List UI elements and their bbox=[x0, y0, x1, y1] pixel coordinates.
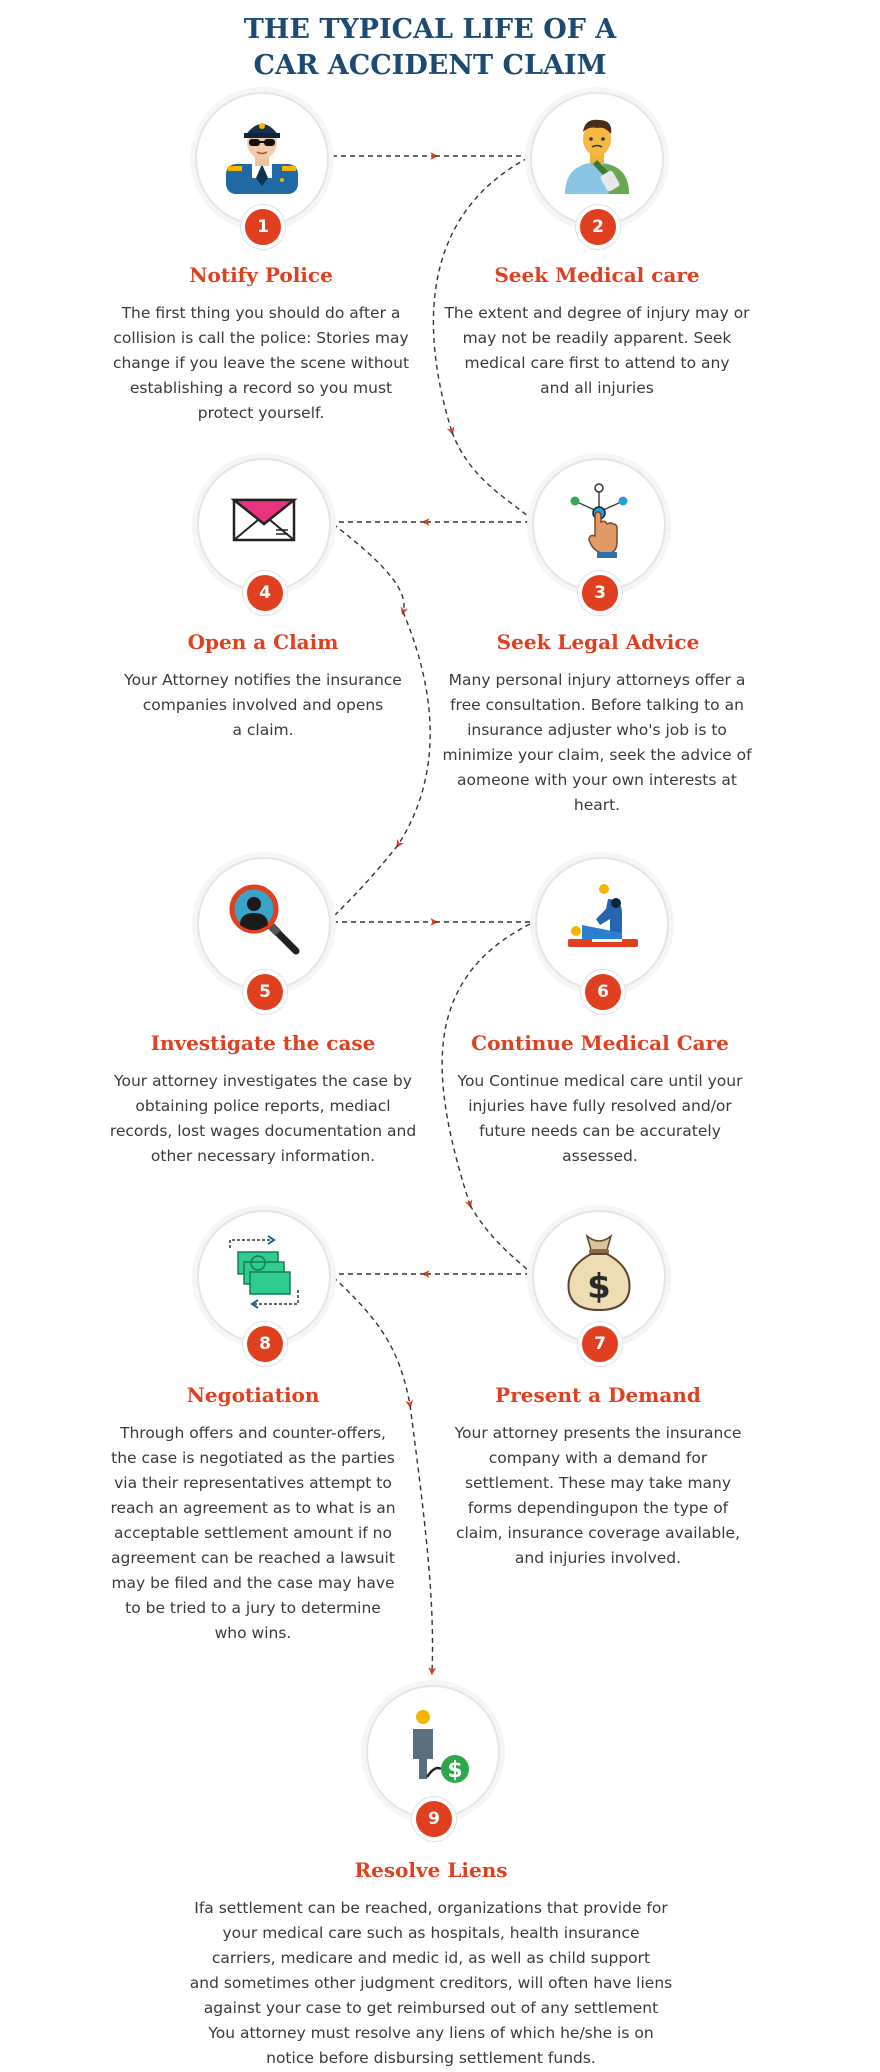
person-chained-dollar-icon: $ bbox=[413, 1710, 469, 1783]
svg-text:$: $ bbox=[447, 1758, 462, 1783]
step-4-description: Your Attorney notifies the insurance com… bbox=[124, 671, 402, 739]
connector-4-5b bbox=[396, 611, 431, 848]
step-7-heading: Present a Demand bbox=[495, 1383, 701, 1407]
title-line-1: THE TYPICAL LIFE OF A bbox=[243, 14, 617, 45]
step-9-icon-circle: $ bbox=[366, 1685, 500, 1819]
connector-4-5 bbox=[332, 523, 409, 616]
connector-6-7b bbox=[469, 1204, 531, 1273]
step-4-heading: Open a Claim bbox=[187, 630, 339, 654]
title-line-2: CAR ACCIDENT CLAIM bbox=[253, 50, 607, 81]
step-3-icon-circle bbox=[532, 458, 666, 592]
injured-person-icon bbox=[565, 119, 629, 194]
step-6-description: You Continue medical care until your inj… bbox=[457, 1072, 743, 1165]
step-3-number: 3 bbox=[578, 571, 622, 615]
step-7-icon-circle: $ bbox=[532, 1210, 666, 1344]
money-exchange-icon bbox=[229, 1235, 299, 1309]
hand-network-icon bbox=[570, 483, 628, 558]
connector-2-3 bbox=[432, 157, 529, 436]
step-1-heading: Notify Police bbox=[189, 263, 333, 287]
step-2-heading: Seek Medical care bbox=[494, 263, 700, 287]
money-bag-icon: $ bbox=[567, 1233, 631, 1312]
step-9-heading: Resolve Liens bbox=[354, 1858, 508, 1882]
connector-2-3b bbox=[451, 431, 531, 519]
step-6-heading: Continue Medical Care bbox=[471, 1031, 729, 1055]
step-1-description: The first thing you should do after a co… bbox=[112, 304, 410, 422]
step-2-icon-circle bbox=[530, 92, 664, 226]
step-2-description: The extent and degree of injury may or m… bbox=[444, 304, 750, 397]
step-8-heading: Negotiation bbox=[186, 1383, 320, 1407]
connector-8-9 bbox=[332, 1276, 414, 1409]
step-6-icon-circle bbox=[535, 857, 669, 991]
physiotherapy-icon bbox=[568, 884, 638, 947]
page-title: THE TYPICAL LIFE OF A CAR ACCIDENT CLAIM bbox=[0, 12, 860, 84]
step-3-description: Many personal injury attorneys offer a f… bbox=[442, 671, 752, 814]
police-officer-icon bbox=[226, 123, 298, 194]
step-1-number: 1 bbox=[241, 205, 285, 249]
step-8-description: Through offers and counter-offers, the c… bbox=[110, 1424, 396, 1642]
connector-4-5c bbox=[332, 844, 399, 918]
magnifier-person-icon bbox=[229, 884, 300, 955]
step-7-number: 7 bbox=[578, 1322, 622, 1366]
step-5-icon-circle bbox=[197, 857, 331, 991]
step-3-heading: Seek Legal Advice bbox=[496, 630, 700, 654]
step-6-number: 6 bbox=[581, 970, 625, 1014]
envelope-icon bbox=[230, 498, 298, 542]
step-5-heading: Investigate the case bbox=[150, 1031, 376, 1055]
step-1-icon-circle bbox=[195, 92, 329, 226]
step-8-icon-circle bbox=[197, 1210, 331, 1344]
step-5-description: Your attorney investigates the case by o… bbox=[109, 1072, 417, 1165]
step-4-number: 4 bbox=[243, 571, 287, 615]
step-5-number: 5 bbox=[243, 970, 287, 1014]
svg-text:$: $ bbox=[587, 1267, 611, 1307]
step-2-number: 2 bbox=[576, 205, 620, 249]
step-8-number: 8 bbox=[243, 1322, 287, 1366]
step-9-description: Ifa settlement can be reached, organizat… bbox=[189, 1899, 673, 2067]
step-9-number: 9 bbox=[412, 1797, 456, 1841]
step-7-description: Your attorney presents the insurance com… bbox=[454, 1424, 742, 1567]
